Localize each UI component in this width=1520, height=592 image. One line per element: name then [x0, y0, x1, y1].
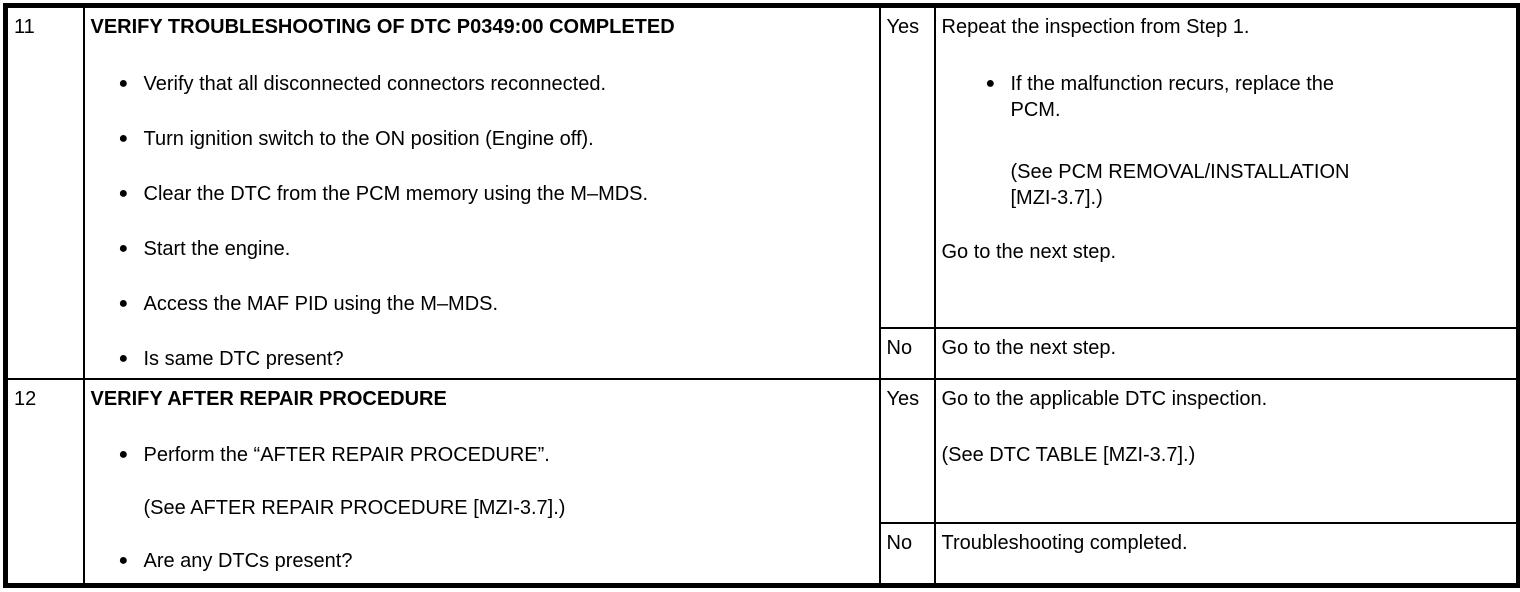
step-11-yes-action-cell: Repeat the inspection from Step 1. ● If …	[933, 4, 1520, 330]
see-reference: (See DTC TABLE [MZI-3.7].)	[941, 444, 1196, 466]
list-item: ● Perform the “AFTER REPAIR PROCEDURE”.	[119, 442, 873, 468]
see-reference: (See PCM REMOVAL/INSTALLATION [MZI-3.7].…	[1010, 161, 1350, 209]
step-12-yes-row: 12 VERIFY AFTER REPAIR PROCEDURE ● Perfo…	[4, 378, 1520, 586]
bullet-icon: ●	[118, 75, 129, 92]
step-11-number: 11	[4, 4, 85, 380]
step-12-no-action: Troubleshooting completed.	[933, 522, 1520, 586]
see-reference: (See AFTER REPAIR PROCEDURE [MZI-3.7].)	[143, 497, 566, 519]
bullet-text: If the malfunction recurs, replace the P…	[1010, 73, 1335, 121]
step-11-inspection-cell: VERIFY TROUBLESHOOTING OF DTC P0349:00 C…	[82, 4, 881, 380]
bullet-text: Perform the “AFTER REPAIR PROCEDURE”.	[143, 444, 550, 466]
yes-action-intro: Repeat the inspection from Step 1.	[941, 16, 1250, 38]
step-11-title: VERIFY TROUBLESHOOTING OF DTC P0349:00 C…	[90, 16, 675, 38]
step-11-no-row: No Go to the next step.	[6, 327, 1520, 380]
list-item: ● Clear the DTC from the PCM memory usin…	[119, 181, 873, 207]
step-12-yes-label: Yes	[878, 378, 936, 524]
list-item: ● Start the engine.	[119, 236, 873, 262]
step-12-no-label: No	[878, 522, 936, 586]
bullet-icon: ●	[118, 130, 129, 147]
yes-action-outro: Go to the next step.	[941, 241, 1117, 263]
bullet-text: Are any DTCs present?	[143, 550, 353, 572]
bullet-text: Clear the DTC from the PCM memory using …	[143, 183, 649, 205]
list-item: ● Verify that all disconnected connector…	[119, 71, 873, 97]
bullet-text: Turn ignition switch to the ON position …	[143, 128, 594, 150]
step-12-number: 12	[4, 378, 85, 586]
bullet-text: Start the engine.	[143, 238, 291, 260]
bullet-icon: ●	[118, 295, 129, 312]
list-item: ● Access the MAF PID using the M–MDS.	[119, 291, 873, 317]
bullet-icon: ●	[985, 75, 996, 92]
step-11-yes-label: Yes	[878, 4, 936, 330]
bullet-icon: ●	[118, 240, 129, 257]
list-item: ● Turn ignition switch to the ON positio…	[119, 126, 873, 152]
bullet-text: Verify that all disconnected connectors …	[143, 73, 607, 95]
list-item: ● Are any DTCs present?	[119, 548, 873, 574]
list-item: ● Is same DTC present?	[119, 346, 873, 372]
bullet-icon: ●	[118, 446, 129, 463]
step-11-yes-row: 11 VERIFY TROUBLESHOOTING OF DTC P0349:0…	[4, 4, 1520, 380]
step-12-yes-action-cell: Go to the applicable DTC inspection. (Se…	[933, 378, 1520, 524]
bullet-icon: ●	[118, 185, 129, 202]
step-12-title: VERIFY AFTER REPAIR PROCEDURE	[90, 388, 447, 410]
bullet-icon: ●	[118, 350, 129, 367]
step-12-no-row: No Troubleshooting completed.	[6, 522, 1520, 586]
bullet-icon: ●	[118, 552, 129, 569]
bullet-text: Is same DTC present?	[143, 348, 344, 370]
troubleshooting-table: 11 VERIFY TROUBLESHOOTING OF DTC P0349:0…	[3, 3, 1520, 588]
step-12-inspection-cell: VERIFY AFTER REPAIR PROCEDURE ● Perform …	[82, 378, 881, 586]
yes-action-intro: Go to the applicable DTC inspection.	[941, 388, 1268, 410]
list-item: ● If the malfunction recurs, replace the…	[986, 71, 1511, 123]
step-11-no-label: No	[878, 327, 936, 380]
bullet-text: Access the MAF PID using the M–MDS.	[143, 293, 499, 315]
step-11-no-action: Go to the next step.	[933, 327, 1520, 380]
